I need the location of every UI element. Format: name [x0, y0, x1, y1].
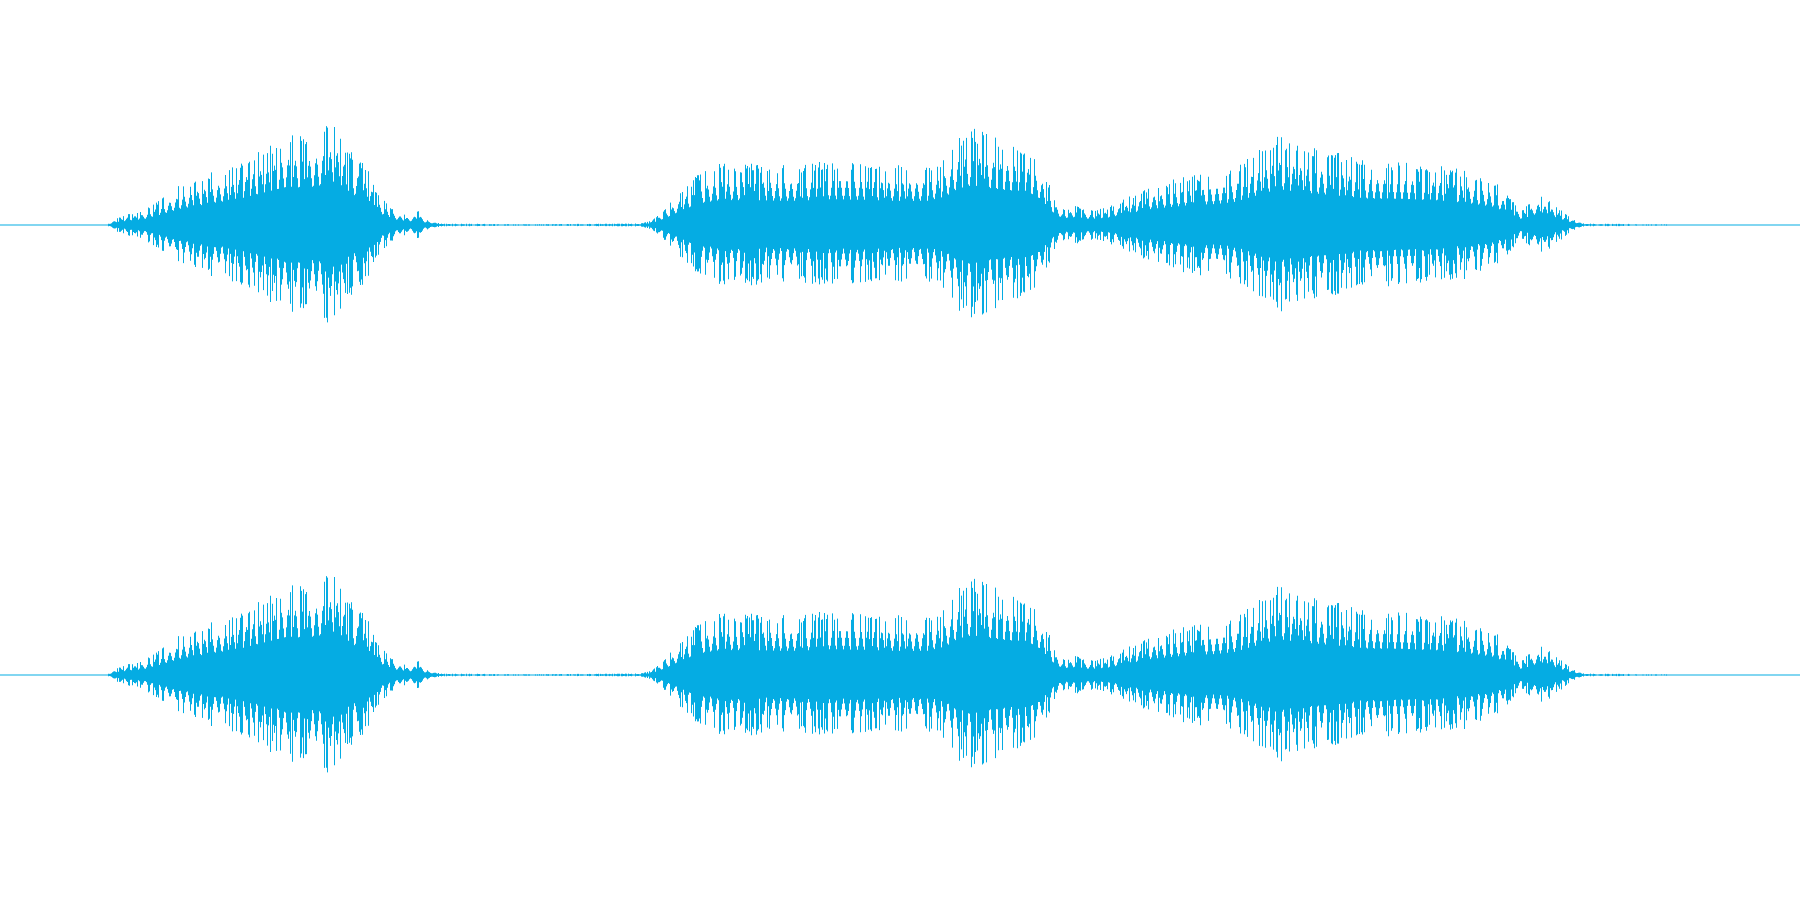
- waveform-left-svg: [0, 126, 1800, 323]
- waveform-right-samples: [108, 576, 1667, 773]
- waveform-channel-left: [0, 126, 1800, 323]
- waveform-left-samples: [108, 126, 1667, 323]
- waveform-channel-right: [0, 450, 1800, 900]
- waveform-right-svg: [0, 576, 1800, 773]
